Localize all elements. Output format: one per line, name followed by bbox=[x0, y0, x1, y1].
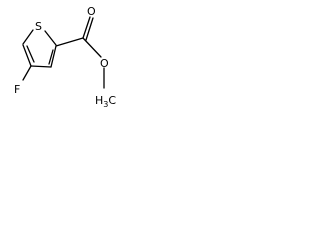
ester-oxygen-atom-label: O bbox=[100, 57, 109, 70]
bond-c4-c5-inner bbox=[26, 45, 35, 63]
bond-c2-c3-inner bbox=[48, 49, 54, 65]
bond-s-c2 bbox=[44, 30, 57, 46]
methyl-group-label: H3C bbox=[95, 94, 116, 109]
carbonyl-oxygen-atom-label: O bbox=[87, 5, 96, 18]
bond-c-o-double-2 bbox=[85, 17, 94, 41]
methyl-hydrogen: H bbox=[95, 94, 103, 107]
molecule-structure: S F O O H3C bbox=[14, 5, 116, 109]
fluorine-atom-label: F bbox=[14, 83, 20, 96]
bond-c4-c5 bbox=[22, 44, 32, 67]
sulfur-atom-label: S bbox=[35, 20, 42, 33]
methyl-subscript: 3 bbox=[103, 100, 108, 109]
bond-c3-c4 bbox=[30, 65, 52, 68]
bond-c2-ccarbonyl bbox=[55, 37, 84, 47]
bond-c4-f bbox=[22, 65, 32, 81]
bond-c5-s bbox=[22, 29, 34, 45]
bond-c2-c3 bbox=[50, 45, 57, 68]
bond-c-o-double-1 bbox=[82, 16, 91, 39]
bond-c-o-single bbox=[82, 37, 102, 58]
methyl-carbon: C bbox=[108, 94, 116, 107]
